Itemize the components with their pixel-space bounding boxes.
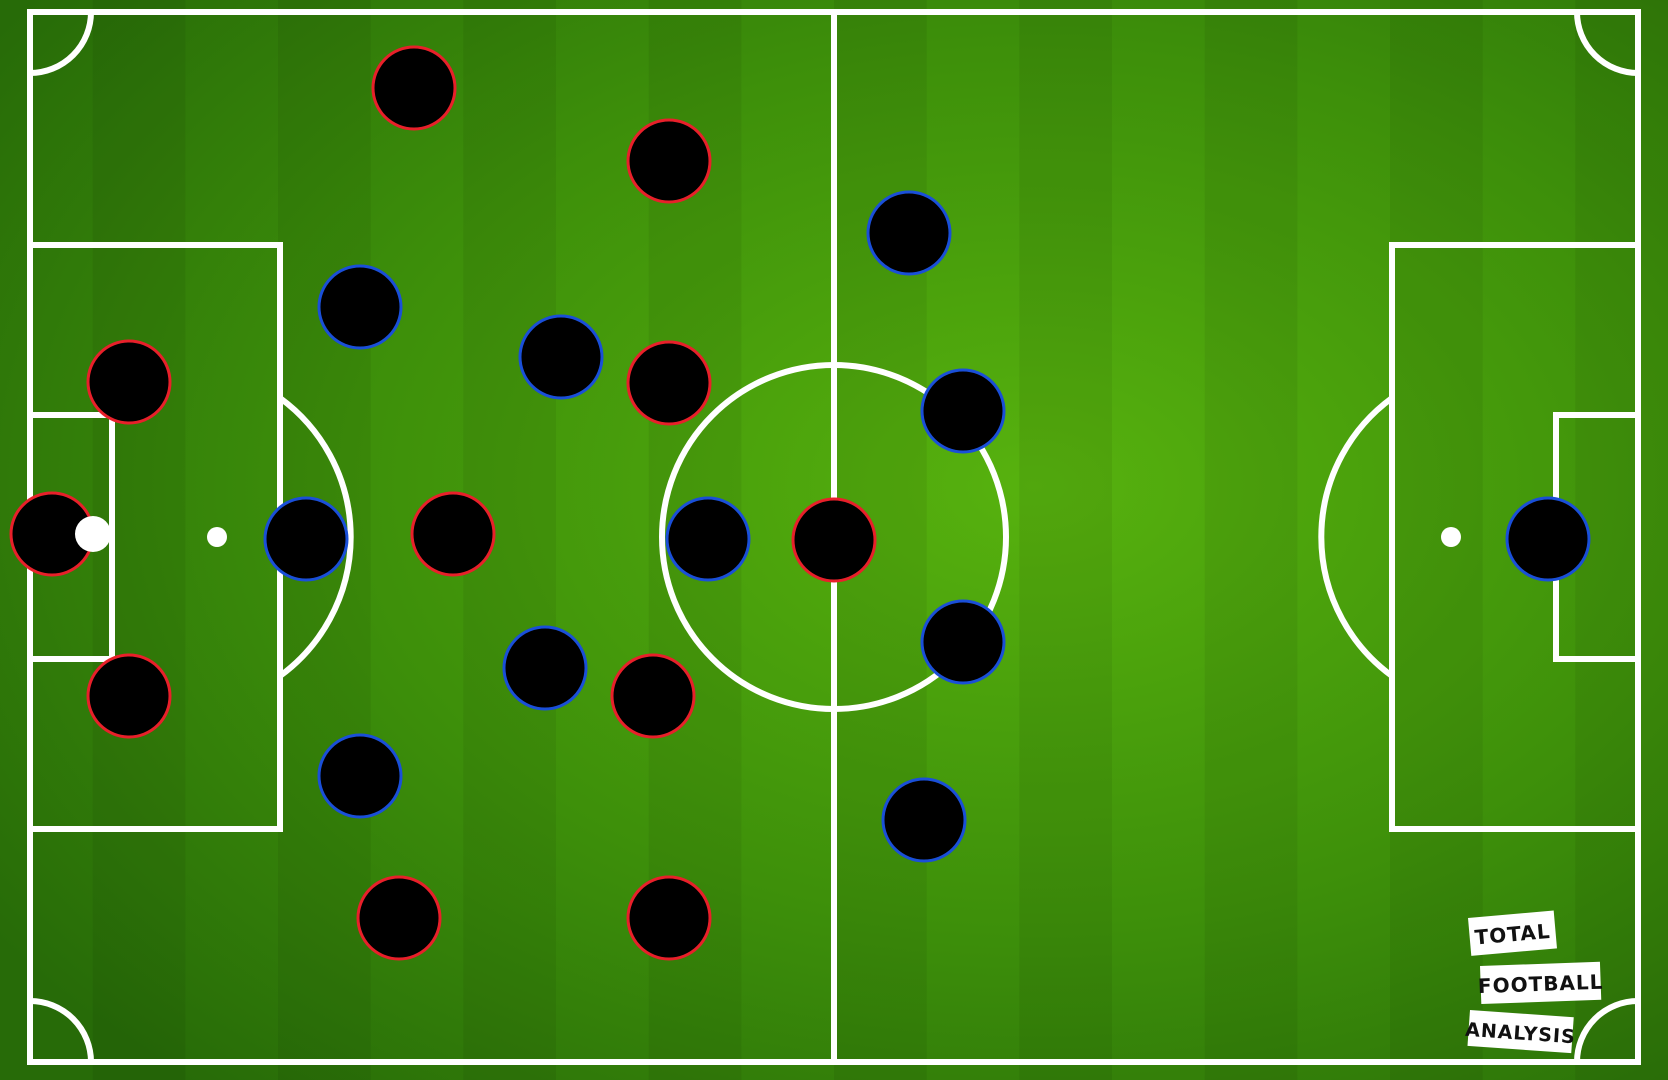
- blue-player[interactable]: [665, 496, 751, 582]
- red-player[interactable]: [371, 45, 457, 131]
- blue-team: [263, 190, 1591, 863]
- corner-arc-top-right: [1574, 11, 1639, 76]
- left-penalty-arc: [278, 395, 354, 679]
- logo-box-1: [1468, 910, 1557, 956]
- red-team: [9, 45, 877, 961]
- right-penalty-spot: [1441, 527, 1461, 547]
- red-player[interactable]: [356, 875, 442, 961]
- blue-player[interactable]: [881, 777, 967, 863]
- corner-arc-top-left: [29, 11, 94, 76]
- blue-player[interactable]: [502, 625, 588, 711]
- ball[interactable]: [75, 516, 111, 552]
- right-penalty-arc: [1318, 395, 1394, 679]
- blue-player[interactable]: [518, 314, 604, 400]
- red-player[interactable]: [610, 653, 696, 739]
- logo-box-2: [1480, 961, 1602, 1004]
- pitch-stripe: [1019, 0, 1112, 1080]
- blue-player[interactable]: [1505, 496, 1591, 582]
- red-player[interactable]: [86, 653, 172, 739]
- pitch-stripe: [1575, 0, 1668, 1080]
- pitch-stripe: [1204, 0, 1298, 1080]
- red-player[interactable]: [626, 118, 712, 204]
- red-player[interactable]: [626, 875, 712, 961]
- corner-arc-bottom-right: [1574, 998, 1639, 1063]
- logo-watermark: TOTAL FOOTBALL ANALYSIS: [1465, 910, 1604, 1054]
- red-player[interactable]: [410, 491, 496, 577]
- blue-player[interactable]: [317, 264, 403, 350]
- centre-circle: [659, 362, 1009, 712]
- logo-box-3: [1467, 1010, 1574, 1054]
- left-penalty-spot: [207, 527, 227, 547]
- logo-line-2: FOOTBALL: [1478, 970, 1604, 998]
- blue-player[interactable]: [920, 599, 1006, 685]
- blue-player[interactable]: [920, 368, 1006, 454]
- red-player[interactable]: [86, 339, 172, 425]
- corner-arc-bottom-left: [29, 998, 94, 1063]
- blue-player[interactable]: [263, 496, 349, 582]
- red-player[interactable]: [626, 340, 712, 426]
- red-player[interactable]: [791, 497, 877, 583]
- blue-player[interactable]: [317, 733, 403, 819]
- blue-player[interactable]: [866, 190, 952, 276]
- pitch-stripe: [1390, 0, 1483, 1080]
